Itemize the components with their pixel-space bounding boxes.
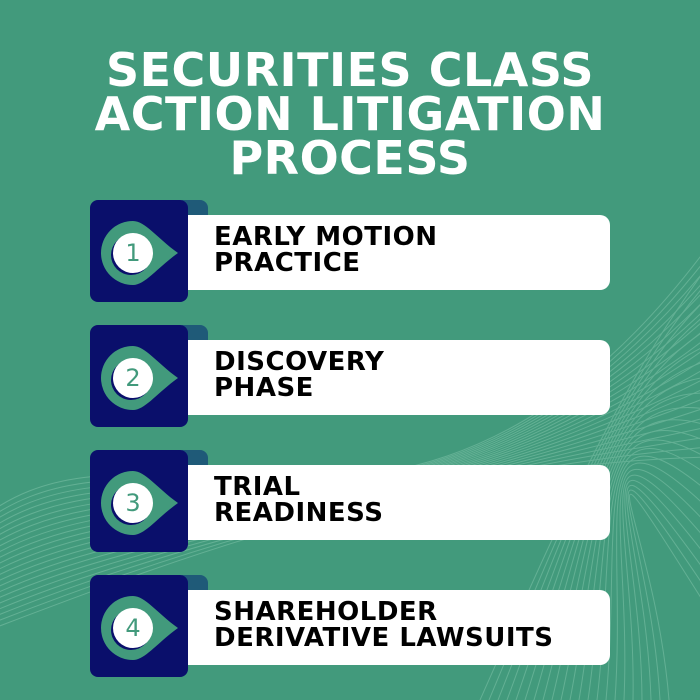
step-number: 4: [113, 608, 153, 648]
step-number: 1: [113, 233, 153, 273]
ribbon-curl: [182, 575, 208, 591]
step-label-line: TRIAL: [214, 472, 301, 502]
wave-line: [605, 455, 700, 700]
step-label-line: EARLY MOTION: [214, 222, 438, 252]
wave-line: [624, 480, 700, 700]
step-label-bar: [188, 590, 610, 665]
page-title: SECURITIES CLASS ACTION LITIGATION PROCE…: [0, 43, 700, 185]
step-label-line: PRACTICE: [214, 248, 361, 278]
title-line: ACTION LITIGATION: [94, 87, 606, 141]
step-label-line: SHAREHOLDER: [214, 597, 438, 627]
ribbon-curl: [182, 200, 208, 216]
wave-line: [629, 493, 700, 700]
step-label-bar: [188, 340, 610, 415]
ribbon-curl: [182, 325, 208, 341]
step-label-bar: [188, 215, 610, 290]
step-label-bar: [188, 465, 610, 540]
ribbon-curl: [182, 450, 208, 466]
step-number: 2: [113, 358, 153, 398]
title-line: SECURITIES CLASS: [105, 43, 595, 97]
step-label-line: DISCOVERY: [214, 347, 385, 377]
step-number: 3: [113, 483, 153, 523]
wave-line: [619, 468, 700, 700]
wave-line: [626, 484, 700, 700]
step-label-line: READINESS: [214, 498, 384, 528]
wave-line: [622, 474, 700, 700]
wave-line: [614, 462, 700, 700]
wave-line: [627, 489, 700, 700]
title-line: PROCESS: [229, 131, 471, 185]
step-label-line: DERIVATIVE LAWSUITS: [214, 623, 554, 653]
step-label-line: PHASE: [214, 373, 314, 403]
